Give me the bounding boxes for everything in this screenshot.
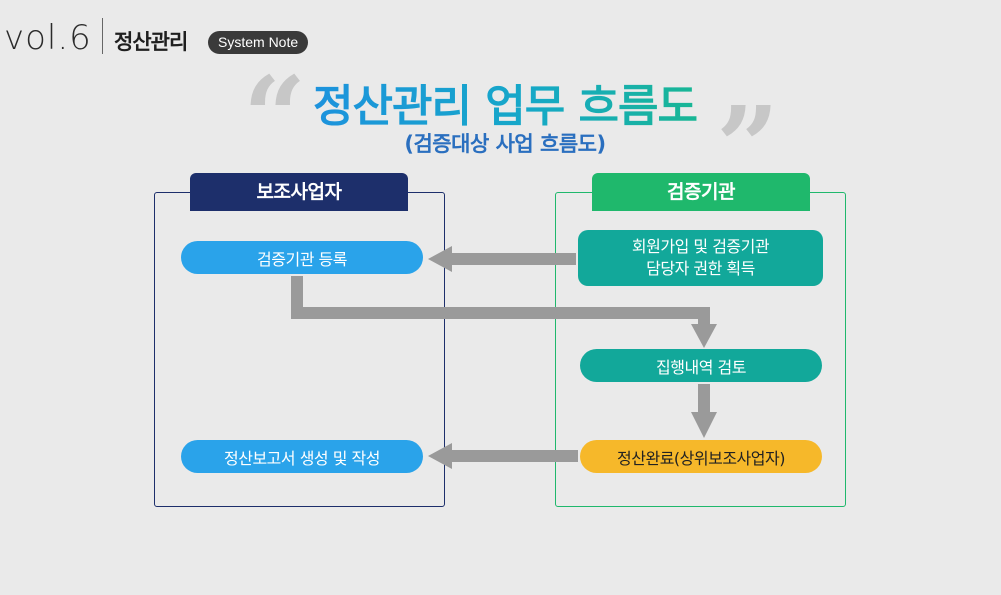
step-signup-line2: 담당자 권한 획득 [646,259,755,278]
step-signup-and-authority: 회원가입 및 검증기관 담당자 권한 획득 [578,230,823,286]
lane-right-header: 검증기관 [592,173,810,211]
step-signup-line1: 회원가입 및 검증기관 [631,237,770,257]
system-note-badge: System Note [208,31,309,54]
arrow-register-to-review [291,276,717,348]
open-quote-icon: “ [243,52,307,181]
header-divider [102,18,103,54]
step-review-execution: 집행내역 검토 [580,349,822,382]
step-create-settlement-report: 정산보고서 생성 및 작성 [181,440,423,473]
series-title: 정산관리 [114,30,188,54]
step-register-verifier: 검증기관 등록 [181,241,423,274]
arrow-complete-to-report [428,443,578,469]
arrow-review-to-complete [691,384,717,438]
volume-label: vol.6 [4,18,92,58]
step-settlement-complete: 정산완료(상위보조사업자) [580,440,822,473]
page-title: 정산관리 업무 흐름도 [280,70,730,134]
page-subtitle: (검증대상 사업 흐름도) [404,132,606,156]
arrow-signup-to-register [428,246,576,272]
lane-left-header: 보조사업자 [190,173,408,211]
